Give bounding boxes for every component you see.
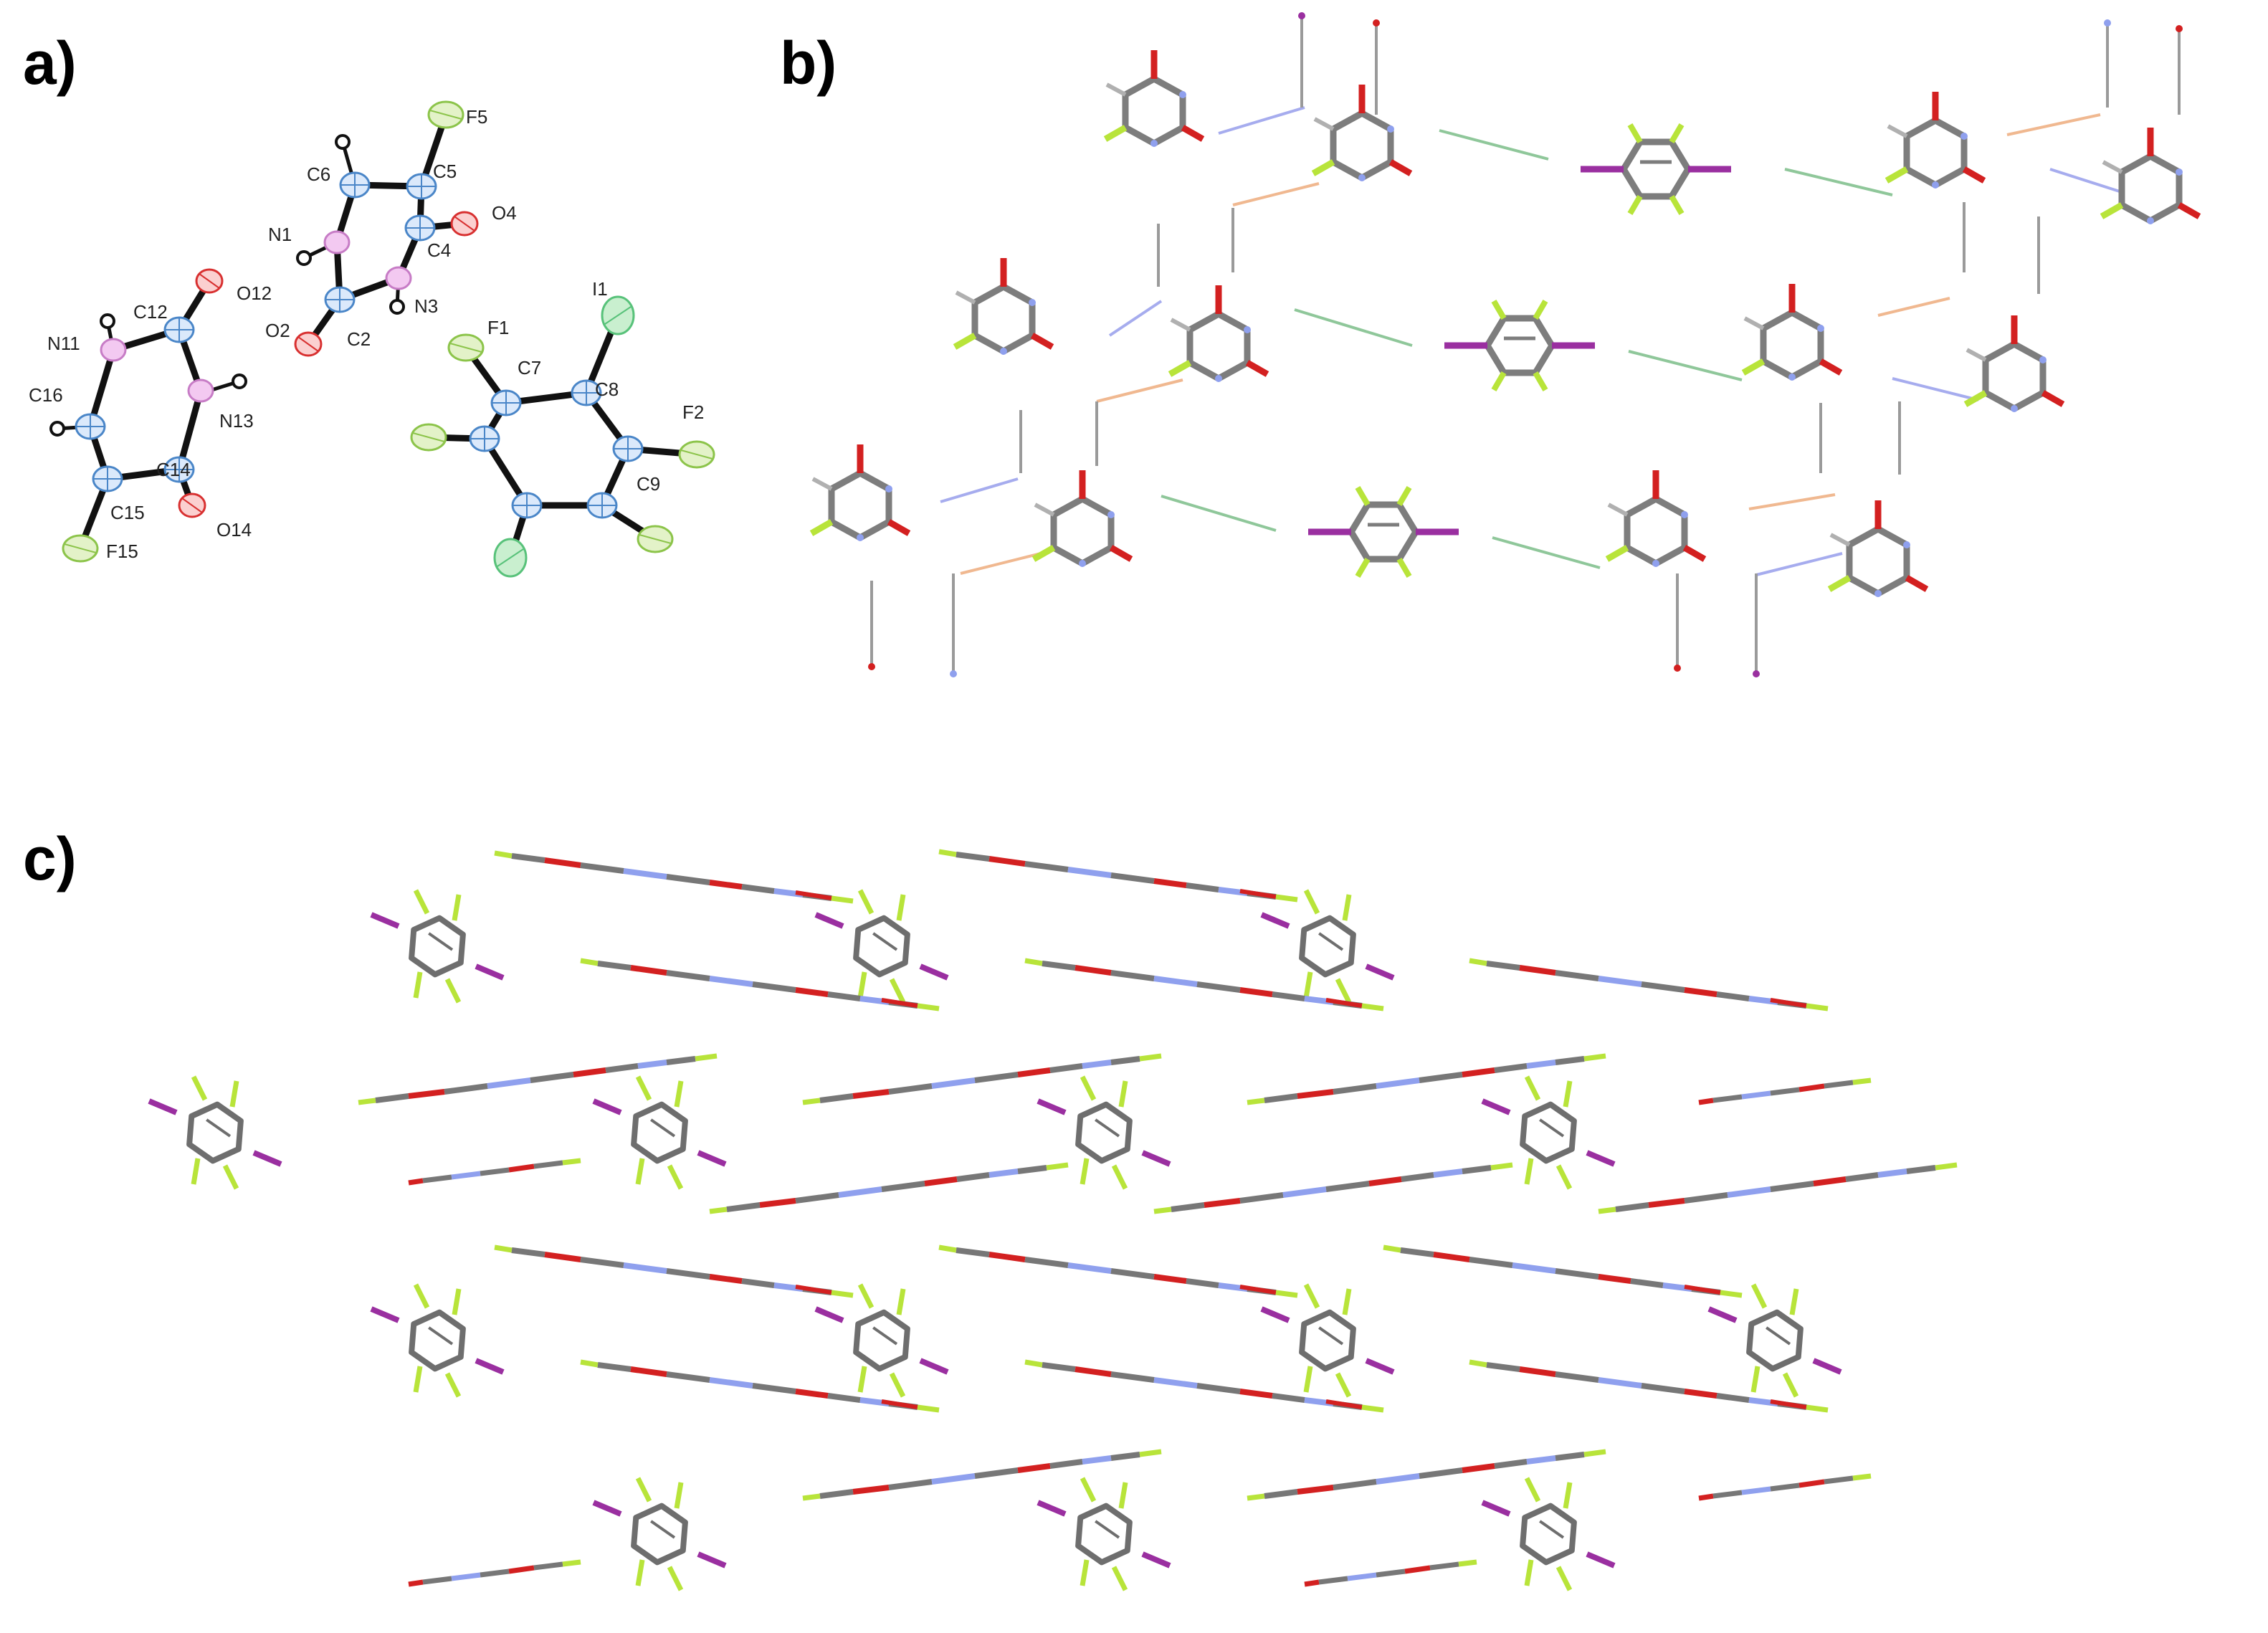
- label-N13: N13: [219, 410, 254, 432]
- panel-c-layers: [149, 852, 1957, 1590]
- label-C12: C12: [133, 301, 168, 323]
- label-O2: O2: [265, 320, 290, 341]
- label-F2: F2: [682, 401, 704, 423]
- label-N3: N3: [414, 295, 438, 317]
- label-C9: C9: [637, 473, 660, 495]
- label-C2: C2: [347, 328, 371, 350]
- label-C16: C16: [29, 384, 63, 406]
- panel-a-ortep: F5 C6 C5 N1 O4 C4 O12 C12 O2 C2 N3 I1 N1…: [29, 100, 715, 578]
- label-O4: O4: [492, 202, 517, 224]
- panel-label-b: b): [780, 29, 837, 97]
- label-C14: C14: [156, 459, 191, 480]
- panel-b-packing: [811, 12, 2199, 677]
- label-F15: F15: [106, 541, 138, 562]
- label-O12: O12: [237, 282, 272, 304]
- label-F1: F1: [487, 317, 509, 338]
- label-C4: C4: [427, 239, 451, 261]
- panel-label-a: a): [23, 29, 77, 97]
- label-N11: N11: [47, 333, 80, 354]
- panel-label-c: c): [23, 825, 77, 892]
- label-O14: O14: [216, 519, 252, 541]
- label-C5: C5: [433, 161, 457, 182]
- label-I1: I1: [592, 278, 608, 300]
- label-F5: F5: [466, 106, 487, 128]
- label-N1: N1: [268, 224, 292, 245]
- label-C8: C8: [595, 379, 619, 400]
- label-C6: C6: [307, 163, 330, 185]
- label-C7: C7: [518, 357, 541, 379]
- label-C15: C15: [110, 502, 145, 523]
